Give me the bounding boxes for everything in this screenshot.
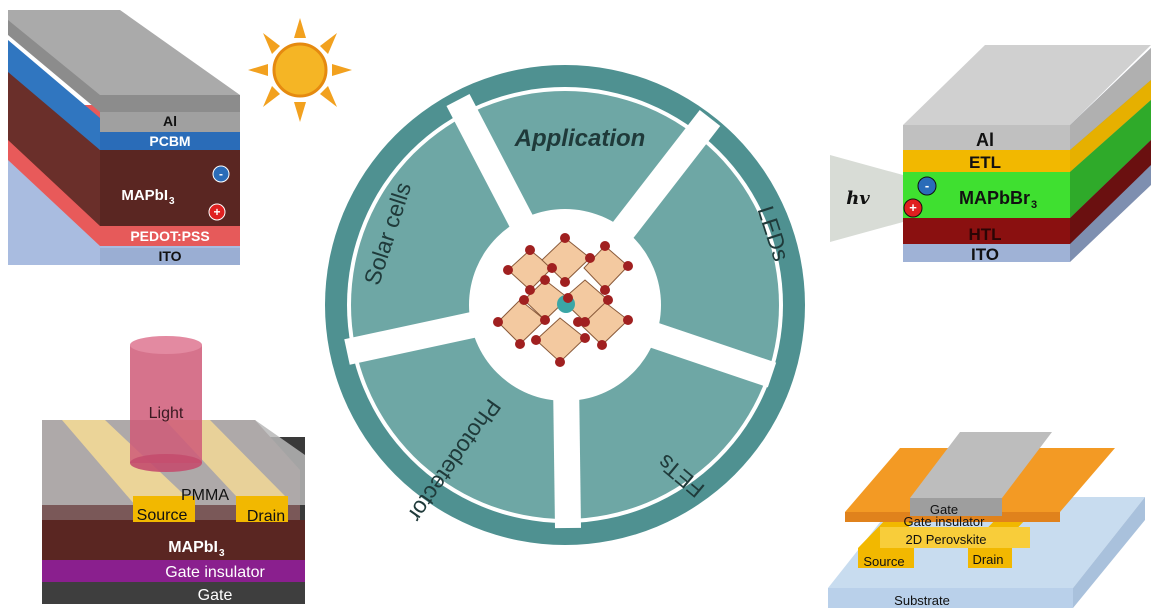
layer-gate: Gate [198,587,233,604]
svg-text:-: - [925,178,929,193]
svg-text:+: + [213,205,220,219]
layer-mapbbr-subscript: 3 [1031,199,1037,211]
layer-pedot-pss: PEDOT:PSS [130,228,209,244]
hole-icon: + [208,203,226,221]
emission-cone [830,155,903,242]
led-stack: Al ETL MAPbBr 3 HTL ITO hv - + [830,45,1151,264]
drain-label: Drain [247,508,285,525]
perovskite-crystal [493,233,633,367]
gate-insulator-label: Gate insulator [904,514,986,529]
electron-icon: - [212,165,230,183]
solar-cell-stack: Al PCBM MAPbI 3 PEDOT:PSS ITO - + [8,10,240,265]
layer-gate-insulator: Gate insulator [165,564,265,581]
perovskite-label: 2D Perovskite [906,532,987,547]
light-beam [130,336,202,472]
wheel-title: Application [514,125,646,152]
drain-label: Drain [972,552,1003,567]
light-label: Light [149,405,184,422]
layer-mapbi: MAPbI [168,539,218,556]
halide-atoms [493,233,633,367]
layer-pcbm: PCBM [149,133,190,149]
photodetector-stack: Light PMMA Source Drain MAPbI 3 Gate ins… [42,336,305,604]
application-wheel: Application LEDs FETs Photodetector Sola… [325,65,805,545]
layer-mapbi: MAPbI [121,187,168,204]
layer-mapbbr: MAPbBr [959,188,1030,208]
layer-pmma: PMMA [181,487,229,504]
layer-al: Al [976,130,994,150]
source-label: Source [863,554,904,569]
substrate-label: Substrate [894,593,950,608]
source-label: Source [137,507,188,524]
layer-ito: ITO [158,248,181,264]
layer-mapbi-subscript: 3 [169,196,175,207]
svg-text:-: - [219,167,223,181]
hole-icon: + [903,198,923,218]
layer-ito: ITO [971,245,999,264]
layer-mapbi-subscript: 3 [219,548,225,559]
photon-label: hv [846,188,870,209]
layer-htl: HTL [968,225,1001,244]
gate-label: Gate [930,502,958,517]
sun-icon [248,18,352,122]
electron-icon: - [917,176,937,196]
fet-stack: Gate Gate insulator 2D Perovskite Source… [828,432,1145,608]
layer-etl: ETL [969,153,1001,172]
svg-text:+: + [909,200,917,215]
layer-al: Al [163,113,177,129]
